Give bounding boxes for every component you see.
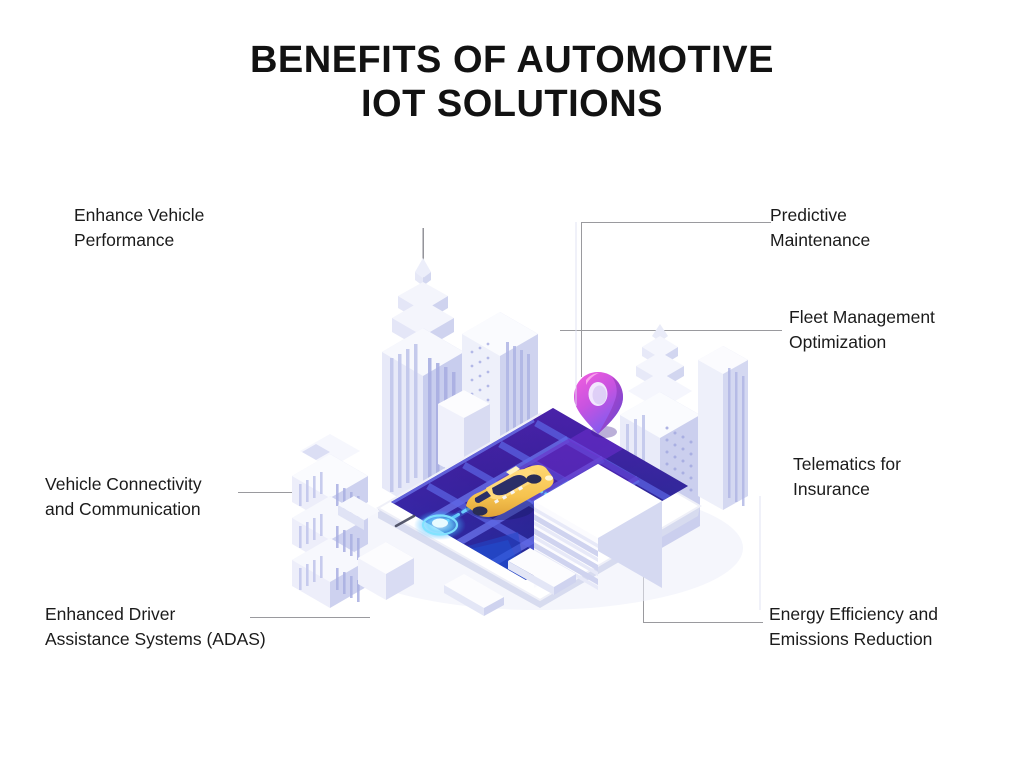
- isometric-city-illustration: [268, 196, 768, 616]
- taxi-car: [466, 465, 554, 520]
- skyscraper-far-right: [698, 346, 748, 510]
- phone-speaker: [394, 514, 416, 528]
- origin-marker: [414, 510, 466, 540]
- connector-fleet-management: [560, 330, 782, 331]
- low-rise-cube: [358, 542, 414, 600]
- connector-predictive-maintenance-horizontal: [581, 222, 771, 223]
- label-fleet-management: Fleet Management Optimization: [789, 307, 935, 352]
- illustration-svg: [292, 222, 761, 616]
- connector-adas: [250, 617, 370, 618]
- label-telematics-insurance: Telematics for Insurance: [793, 454, 901, 499]
- connector-energy-efficiency-horizontal: [643, 622, 763, 623]
- page-title-line-1: Benefits of Automotive: [249, 39, 775, 81]
- label-adas: Enhanced Driver Assistance Systems (ADAS…: [45, 604, 266, 649]
- connector-predictive-maintenance-vertical: [581, 222, 582, 377]
- background-guides: [575, 222, 761, 610]
- label-enhance-vehicle-performance: Enhance Vehicle Performance: [74, 205, 205, 250]
- label-vehicle-connectivity: Vehicle Connectivity and Communication: [45, 474, 202, 519]
- label-predictive-maintenance: Predictive Maintenance: [770, 205, 871, 250]
- skyscraper-tall: [382, 258, 464, 512]
- location-pin: [574, 372, 623, 438]
- page-title-line-2: IoT Solutions: [360, 83, 664, 126]
- low-rise-blocks: [338, 496, 576, 616]
- page-title: Benefits of Automotive IoT Solutions: [0, 38, 1024, 127]
- office-block-front: [534, 464, 662, 590]
- label-energy-efficiency: Energy Efficiency and Emissions Reductio…: [769, 604, 938, 649]
- connector-vehicle-connectivity: [238, 492, 320, 493]
